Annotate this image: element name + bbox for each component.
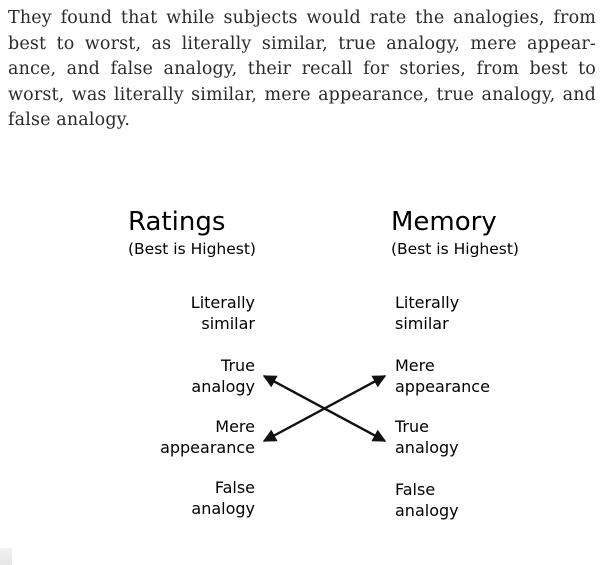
item-line: True xyxy=(395,417,429,436)
item-line: similar xyxy=(395,314,449,333)
paragraph-line: false analogy. xyxy=(8,110,131,130)
memory-item-true-analogy: True analogy xyxy=(395,416,459,458)
ratings-item-literally-similar: Literally similar xyxy=(191,292,255,334)
item-line: False xyxy=(395,480,436,499)
memory-item-false-analogy: False analogy xyxy=(395,479,459,521)
memory-item-mere-appearance: Mere appearance xyxy=(395,355,490,397)
item-line: Literally xyxy=(190,293,255,312)
item-line: analogy xyxy=(191,499,255,518)
scan-edge-shadow xyxy=(0,548,12,565)
paragraph-line: worst, was literally similar, mere appea… xyxy=(8,84,596,105)
item-line: True xyxy=(221,356,255,375)
item-line: appearance xyxy=(160,438,255,457)
item-line: analogy xyxy=(395,438,459,457)
ratings-item-false-analogy: False analogy xyxy=(191,477,255,519)
memory-title: Memory xyxy=(391,207,497,237)
item-line: Mere xyxy=(395,356,435,375)
paragraph-line: They found that while subjects would rat… xyxy=(8,8,596,28)
ratings-item-true-analogy: True analogy xyxy=(191,355,255,397)
paragraph-line: ance, and false analogy, their recall fo… xyxy=(8,59,596,79)
arrow-mere-appearance-link xyxy=(262,374,387,443)
ratings-title: Ratings xyxy=(128,207,226,237)
memory-subtitle: (Best is Highest) xyxy=(391,240,519,258)
body-paragraph: They found that while subjects would rat… xyxy=(8,6,596,134)
paragraph-line: best to worst, as literally similar, tru… xyxy=(8,33,596,54)
item-line: analogy xyxy=(191,377,255,396)
item-line: Literally xyxy=(395,293,460,312)
ratings-item-mere-appearance: Mere appearance xyxy=(160,416,255,458)
item-line: appearance xyxy=(395,377,490,396)
item-line: Mere xyxy=(215,417,255,436)
item-line: analogy xyxy=(395,501,459,520)
item-line: similar xyxy=(201,314,255,333)
ratings-subtitle: (Best is Highest) xyxy=(128,240,256,258)
item-line: False xyxy=(214,478,255,497)
memory-item-literally-similar: Literally similar xyxy=(395,292,459,334)
